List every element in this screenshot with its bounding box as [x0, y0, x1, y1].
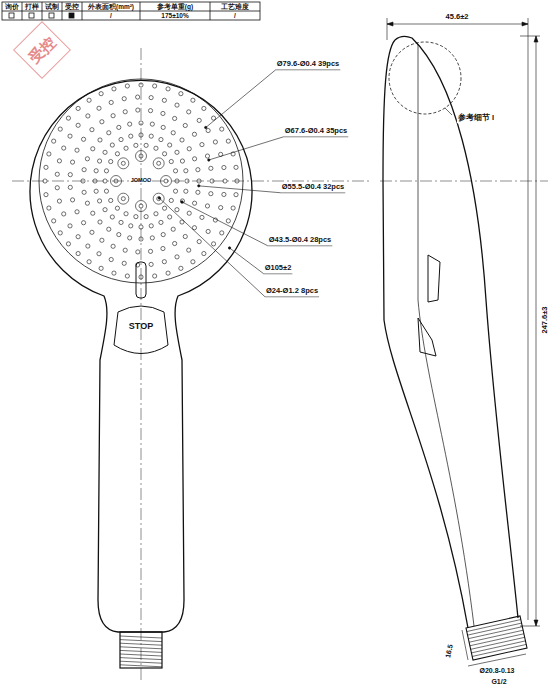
table-cell: 参考单重(g): [156, 2, 194, 11]
dimension-label: 16.5: [443, 642, 455, 659]
dimension-label: 45.6±2: [445, 12, 470, 22]
table-cell: 175±10%: [160, 11, 189, 20]
button-label: STOP: [128, 321, 154, 332]
dimension-label: Ø105±2: [264, 263, 293, 273]
table-cell: /: [233, 11, 237, 20]
dimension-lines: [387, 18, 540, 666]
front-view: [30, 79, 252, 668]
dimension-label: G1/2: [490, 677, 507, 686]
table-cell: /: [109, 11, 113, 20]
dimension-label: Ø67.6-Ø0.4 35pcs: [284, 126, 349, 136]
table-cell: 试制: [44, 2, 60, 11]
table-cell: 工艺难度: [220, 2, 250, 11]
table-cell: 外表面积(mm²): [87, 2, 135, 11]
center-lines: [12, 48, 548, 682]
stamp-frame: [14, 22, 71, 79]
dimension-label: Ø24-Ø1.2 8pcs: [265, 286, 319, 296]
info-table: [2, 2, 260, 20]
dimension-label: Ø43.5-Ø0.4 28pcs: [268, 235, 333, 245]
table-cell: 打样: [24, 2, 40, 11]
table-cell: 询价: [4, 2, 20, 11]
dimension-label: Ø55.5-Ø0.4 32pcs: [281, 182, 346, 192]
dimension-label: 参考细节 I: [457, 113, 495, 123]
logo-text: JOMOO: [130, 177, 152, 185]
table-cell: 受控: [64, 2, 80, 11]
watermark: 受控: [25, 33, 60, 68]
dimension-label: Ø20.8-0.13: [478, 666, 515, 675]
side-view: [383, 36, 527, 660]
dimension-label: 247.6±3: [540, 305, 550, 334]
dimension-label: Ø79.6-Ø0.4 39pcs: [276, 59, 341, 69]
